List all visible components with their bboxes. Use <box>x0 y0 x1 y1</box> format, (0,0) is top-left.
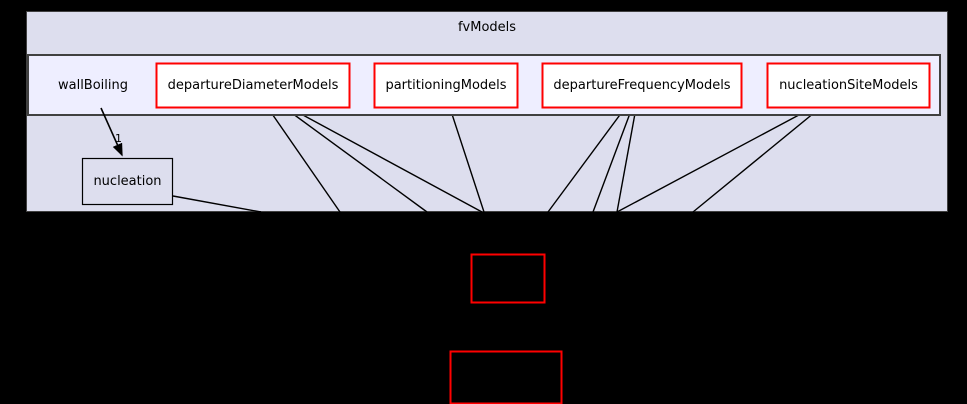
edges-top-layer <box>100 107 123 157</box>
graph-edge <box>616 107 813 213</box>
node-box-partitioningModels[interactable] <box>373 62 519 109</box>
graph-edge <box>547 107 626 213</box>
graph-edge <box>449 107 485 213</box>
node-label-nucleation[interactable]: nucleation <box>93 174 162 189</box>
graph-edge <box>616 107 637 213</box>
graph-edge <box>592 107 633 213</box>
node-box-clipped-box-1[interactable] <box>470 253 546 304</box>
graph-edge <box>100 107 123 157</box>
node-label-wallBoiling[interactable]: wallBoiling <box>57 78 129 93</box>
edge-label-count: 1 <box>115 132 122 145</box>
node-label-departureFrequencyModels[interactable]: departureFrequencyModels <box>553 78 731 93</box>
node-label-departureDiameterModels[interactable]: departureDiameterModels <box>167 78 339 93</box>
node-box-clipped-box-2[interactable] <box>449 350 563 404</box>
graph-edge <box>284 107 428 213</box>
edges-layer <box>172 107 821 213</box>
node-box-departureDiameterModels[interactable] <box>155 62 351 109</box>
node-box-nucleationSiteModels[interactable] <box>766 62 931 109</box>
cluster-title-fvmodels: fvModels <box>457 20 517 35</box>
nodes-layer <box>81 62 931 404</box>
graph-edge <box>267 107 341 213</box>
node-box-departureFrequencyModels[interactable] <box>541 62 743 109</box>
graph-edge <box>172 195 262 213</box>
node-box-nucleation[interactable] <box>81 157 174 206</box>
node-label-nucleationSiteModels[interactable]: nucleationSiteModels <box>779 78 918 93</box>
graph-edge <box>289 107 483 213</box>
node-label-partitioningModels[interactable]: partitioningModels <box>385 78 507 93</box>
graph-edge <box>692 107 821 213</box>
